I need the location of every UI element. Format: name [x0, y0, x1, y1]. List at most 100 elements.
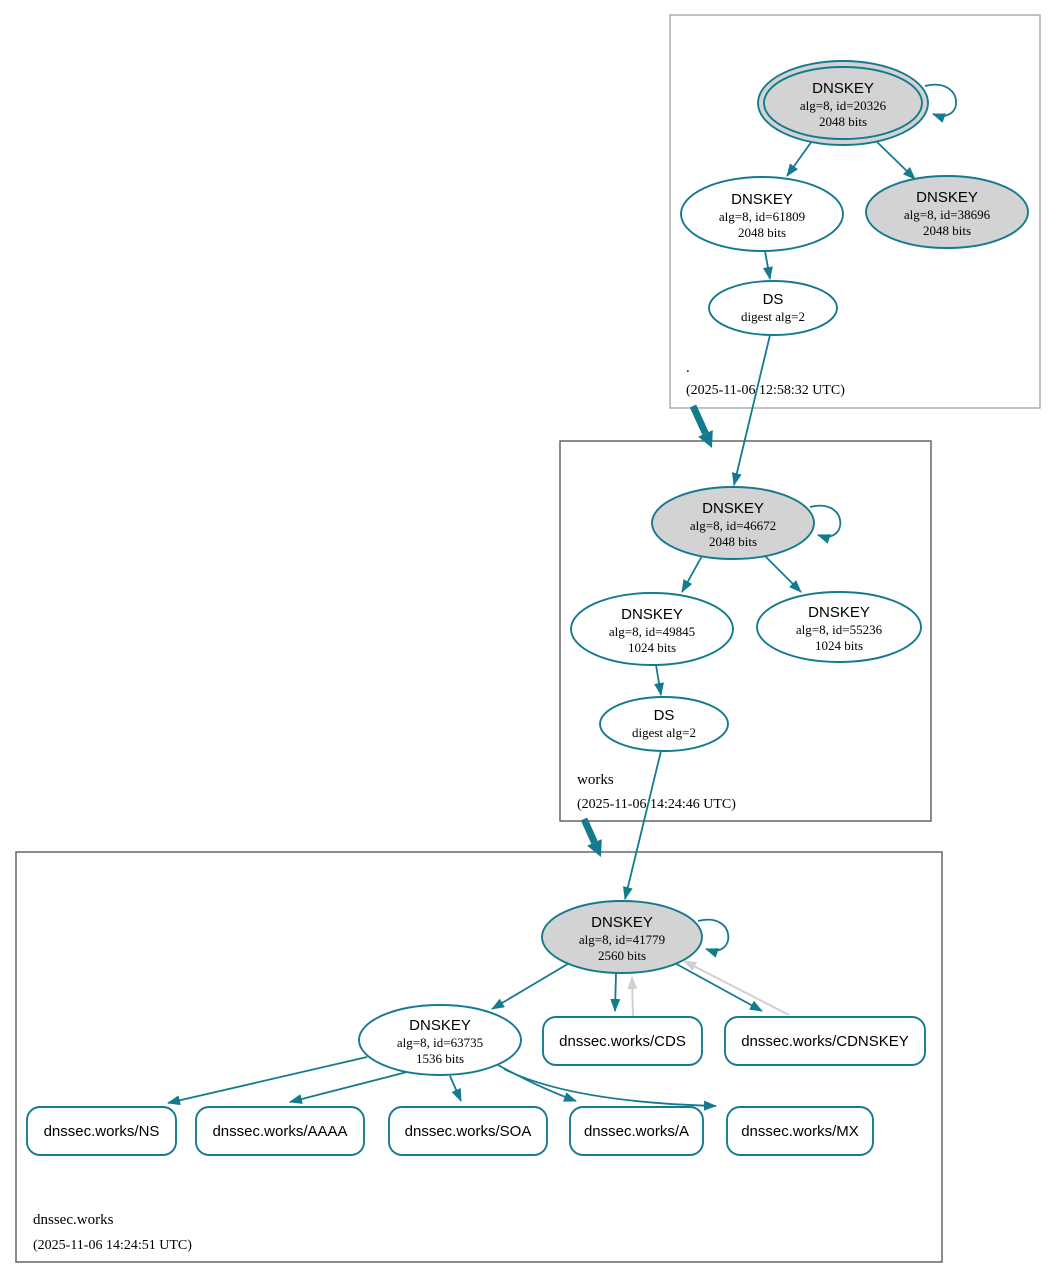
- dnskey-38696-ellipse[interactable]: [865, 175, 1029, 249]
- dnskey-node-38696[interactable]: DNSKEY alg=8, id=38696 2048 bits: [865, 175, 1029, 249]
- edge-ksk20326-to-zsk61809: [786, 140, 813, 177]
- edge-selfloop-ksk-46672: [809, 504, 842, 544]
- rrset-node-cdnskey[interactable]: dnssec.works/CDNSKEY: [724, 1016, 926, 1066]
- dnskey-46672-detail: alg=8, id=46672: [690, 518, 776, 533]
- ds-works-detail: digest alg=2: [632, 725, 696, 740]
- edge-ksk41779-to-cds: [610, 972, 621, 1012]
- zone-dnssec-works-nodes: DNSKEY alg=8, id=41779 2560 bits DNSKEY …: [26, 900, 926, 1253]
- zone-works-nodes: DNSKEY alg=8, id=46672 2048 bits DNSKEY …: [570, 486, 922, 812]
- rrset-node-a[interactable]: dnssec.works/A: [569, 1106, 704, 1156]
- rrset-node-ns[interactable]: dnssec.works/NS: [26, 1106, 177, 1156]
- rrset-a-label: dnssec.works/A: [584, 1123, 689, 1140]
- rrset-cdnskey-rect[interactable]: [724, 1016, 926, 1066]
- dnskey-61809-title: DNSKEY: [731, 191, 793, 208]
- edge-ksk46672-to-zsk55236: [763, 554, 802, 593]
- edge-zsk61809-to-ds-root: [762, 250, 773, 280]
- dnskey-41779-bits: 2560 bits: [598, 948, 646, 963]
- edge-ds-root-to-ksk-works: [731, 334, 771, 486]
- zone-timestamp-dnssec-works: (2025-11-06 14:24:51 UTC): [33, 1238, 192, 1253]
- dnskey-41779-title: DNSKEY: [591, 914, 653, 931]
- rrset-cdnskey-label: dnssec.works/CDNSKEY: [741, 1033, 909, 1050]
- ds-root-title: DS: [763, 291, 784, 308]
- rrset-aaaa-rect[interactable]: [195, 1106, 365, 1156]
- dnskey-41779-detail: alg=8, id=41779: [579, 932, 665, 947]
- rrset-a-rect[interactable]: [569, 1106, 704, 1156]
- ds-root-ellipse[interactable]: [708, 280, 838, 336]
- dnskey-20326-title: DNSKEY: [812, 80, 874, 97]
- rrset-node-mx[interactable]: dnssec.works/MX: [726, 1106, 874, 1156]
- dnskey-63735-bits: 1536 bits: [416, 1051, 464, 1066]
- edge-ksk41779-to-zsk63735: [491, 961, 572, 1010]
- dnskey-46672-ellipse[interactable]: [651, 486, 815, 560]
- zone-timestamp-works: (2025-11-06 14:24:46 UTC): [577, 797, 736, 812]
- rrset-soa-rect[interactable]: [388, 1106, 548, 1156]
- edge-ds-works-to-ksk-dnssec-works: [622, 750, 662, 900]
- dnskey-61809-detail: alg=8, id=61809: [719, 209, 805, 224]
- dnskey-38696-title: DNSKEY: [916, 189, 978, 206]
- dnskey-node-61809[interactable]: DNSKEY alg=8, id=61809 2048 bits: [680, 176, 844, 252]
- edge-delegation-works-to-dnssec-works-head: [587, 839, 602, 857]
- dnskey-55236-title: DNSKEY: [808, 604, 870, 621]
- dnskey-20326-detail: alg=8, id=20326: [800, 98, 887, 113]
- rrset-mx-rect[interactable]: [726, 1106, 874, 1156]
- dnskey-20326-outer-ellipse[interactable]: [757, 60, 929, 146]
- rrset-ns-rect[interactable]: [26, 1106, 177, 1156]
- edge-zsk63735-to-aaaa: [289, 1071, 408, 1104]
- rrset-soa-label: dnssec.works/SOA: [405, 1123, 532, 1140]
- dnskey-node-20326[interactable]: DNSKEY alg=8, id=20326 2048 bits: [757, 60, 929, 146]
- dnskey-61809-ellipse[interactable]: [680, 176, 844, 252]
- dnskey-49845-title: DNSKEY: [621, 606, 683, 623]
- rrset-node-soa[interactable]: dnssec.works/SOA: [388, 1106, 548, 1156]
- dnskey-55236-detail: alg=8, id=55236: [796, 622, 883, 637]
- dnskey-41779-ellipse[interactable]: [541, 900, 703, 974]
- dnskey-node-46672[interactable]: DNSKEY alg=8, id=46672 2048 bits: [651, 486, 815, 560]
- dnskey-55236-bits: 1024 bits: [815, 638, 863, 653]
- dnskey-38696-bits: 2048 bits: [923, 223, 971, 238]
- rrset-cds-label: dnssec.works/CDS: [559, 1033, 686, 1050]
- dnskey-55236-ellipse[interactable]: [756, 591, 922, 663]
- zone-timestamp-root: (2025-11-06 12:58:32 UTC): [686, 383, 845, 398]
- dnskey-63735-detail: alg=8, id=63735: [397, 1035, 483, 1050]
- ds-works-title: DS: [654, 707, 675, 724]
- edge-zsk63735-to-soa: [449, 1075, 462, 1102]
- rrset-node-cds[interactable]: dnssec.works/CDS: [542, 1016, 703, 1066]
- rrset-node-aaaa[interactable]: dnssec.works/AAAA: [195, 1106, 365, 1156]
- ds-works-ellipse[interactable]: [599, 696, 729, 752]
- edge-selfloop-ksk-41779: [697, 918, 730, 958]
- dnskey-46672-title: DNSKEY: [702, 500, 764, 517]
- edge-delegation-root-to-works-head: [698, 430, 713, 448]
- rrset-aaaa-label: dnssec.works/AAAA: [212, 1123, 347, 1140]
- dnskey-61809-bits: 2048 bits: [738, 225, 786, 240]
- rrset-ns-label: dnssec.works/NS: [44, 1123, 160, 1140]
- zone-label-dnssec-works: dnssec.works: [33, 1212, 114, 1228]
- edge-zsk49845-to-ds-works: [654, 664, 664, 696]
- dnskey-20326-inner-ellipse: [763, 66, 923, 140]
- dnskey-38696-detail: alg=8, id=38696: [904, 207, 991, 222]
- edges-dnssec-works-zone: [167, 918, 790, 1111]
- dnskey-node-55236[interactable]: DNSKEY alg=8, id=55236 1024 bits: [756, 591, 922, 663]
- edge-zsk63735-to-mx: [503, 1068, 717, 1111]
- ds-root-detail: digest alg=2: [741, 309, 805, 324]
- zone-label-root: .: [686, 360, 690, 376]
- dnskey-node-49845[interactable]: DNSKEY alg=8, id=49845 1024 bits: [570, 592, 734, 666]
- edge-delegation-works-to-dnssec-works: [580, 817, 598, 844]
- dnskey-node-63735[interactable]: DNSKEY alg=8, id=63735 1536 bits: [358, 1004, 522, 1076]
- edges-works-zone: [580, 504, 842, 900]
- dnskey-63735-ellipse[interactable]: [358, 1004, 522, 1076]
- zone-root-nodes: DNSKEY alg=8, id=20326 2048 bits DNSKEY …: [680, 60, 1029, 398]
- ds-node-works[interactable]: DS digest alg=2: [599, 696, 729, 752]
- rrset-cds-rect[interactable]: [542, 1016, 703, 1066]
- edge-delegation-root-to-works: [689, 404, 709, 435]
- dnskey-20326-bits: 2048 bits: [819, 114, 867, 129]
- dnskey-46672-bits: 2048 bits: [709, 534, 757, 549]
- rrset-mx-label: dnssec.works/MX: [741, 1123, 859, 1140]
- zone-label-works: works: [577, 772, 614, 788]
- dnskey-49845-detail: alg=8, id=49845: [609, 624, 695, 639]
- dnskey-node-41779[interactable]: DNSKEY alg=8, id=41779 2560 bits: [541, 900, 703, 974]
- edge-ksk46672-to-zsk49845: [681, 555, 703, 593]
- edges-root-zone: [689, 83, 957, 486]
- dnskey-49845-ellipse[interactable]: [570, 592, 734, 666]
- ds-node-root[interactable]: DS digest alg=2: [708, 280, 838, 336]
- dnskey-49845-bits: 1024 bits: [628, 640, 676, 655]
